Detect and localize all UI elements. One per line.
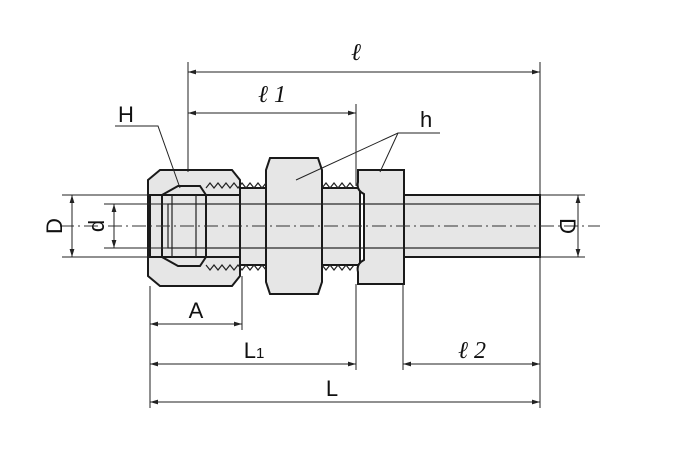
label-H: H — [118, 102, 134, 127]
dim-L: L — [149, 370, 540, 408]
label-D-right: D — [555, 218, 580, 234]
label-A: A — [189, 298, 204, 323]
ferrule — [161, 185, 207, 267]
dim-l2: ℓ 2 — [402, 257, 541, 408]
label-L1-sub: 1 — [256, 345, 264, 362]
dim-A: A — [149, 276, 243, 330]
leader-h: h — [295, 107, 440, 181]
label-l-total: ℓ — [351, 40, 361, 66]
label-d: d — [84, 220, 109, 232]
dim-l-total: ℓ — [187, 40, 541, 195]
label-L: L — [326, 376, 338, 401]
label-l1: ℓ 1 — [258, 82, 286, 108]
leader-H: H — [115, 102, 181, 189]
label-L1-main: L — [244, 338, 256, 363]
label-h: h — [420, 107, 432, 132]
label-l2: ℓ 2 — [458, 338, 486, 364]
label-L1: L1 — [244, 338, 265, 363]
dim-l1: ℓ 1 — [188, 82, 357, 186]
fitting-body — [147, 157, 541, 295]
dim-D-left: D — [42, 194, 150, 258]
thread-lower — [205, 264, 355, 271]
dim-L1: L1 — [149, 284, 357, 370]
label-D-left: D — [42, 218, 67, 234]
thread-upper — [205, 182, 355, 189]
dim-D-right: D — [540, 194, 585, 258]
body-hex — [356, 169, 405, 285]
dim-d: d — [84, 203, 168, 249]
